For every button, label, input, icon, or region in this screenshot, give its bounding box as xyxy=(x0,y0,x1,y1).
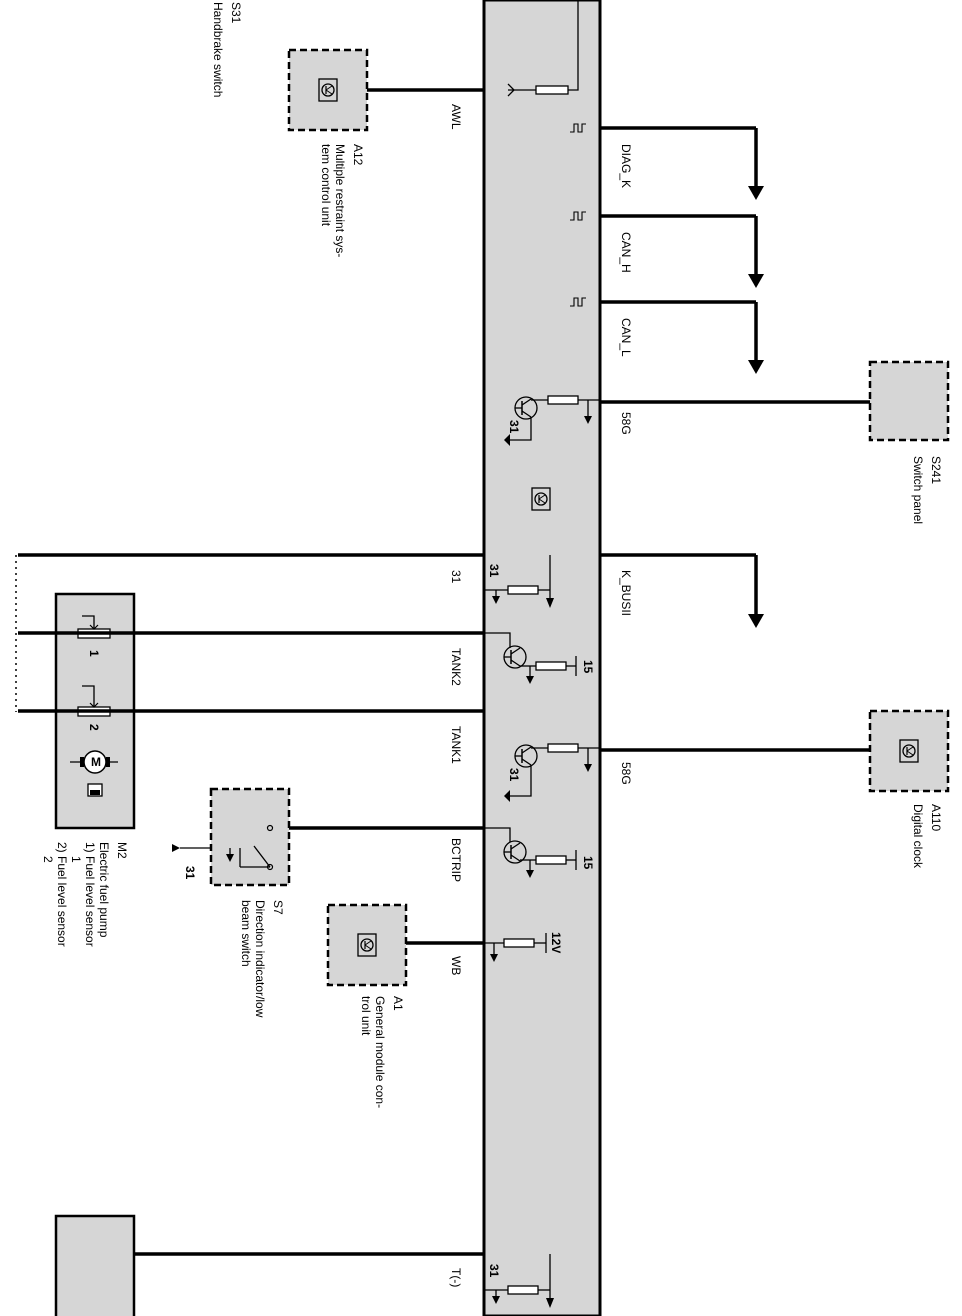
tank2-internal xyxy=(484,632,577,684)
g58-bottom-ground-label: 31 xyxy=(507,768,521,782)
bus-diag-k xyxy=(569,123,764,200)
wb-internal xyxy=(484,933,547,962)
a110-component-box xyxy=(868,709,950,793)
fuel-sensor-2-number: 2 xyxy=(87,724,101,731)
m2-name-line2: 1) Fuel level sensor xyxy=(83,842,97,947)
instrument-cluster-module xyxy=(482,0,602,1316)
a1-name-line2: trol unit xyxy=(359,996,373,1036)
awl-label: AWL xyxy=(449,104,463,130)
wb-label: WB xyxy=(449,956,463,975)
m2-name-line5: 2 xyxy=(41,856,55,863)
a12-name-line2: tem control unit xyxy=(319,144,333,227)
fuel-pump-motor-icon: M xyxy=(70,750,118,774)
ground-31-internal-label: 31 xyxy=(487,564,501,578)
g58-top-ground-label: 31 xyxy=(507,420,521,434)
g58-top-internal xyxy=(504,395,600,446)
bctrip-internal xyxy=(484,827,577,878)
s241-id: S241 xyxy=(929,456,943,484)
tank2-supply-label: 15 xyxy=(581,660,595,674)
bctrip-label: BCTRIP xyxy=(449,838,463,882)
svg-text:M: M xyxy=(91,755,101,769)
s241-name: Switch panel xyxy=(911,456,925,524)
s7-ground-label: 31 xyxy=(183,866,197,880)
a12-name-line1: Multiple restraint sys- xyxy=(333,144,347,257)
a1-component-box xyxy=(326,903,408,987)
awl-internal-circuit xyxy=(507,0,579,97)
s7-name-line1: Direction indicator/low xyxy=(253,900,267,1018)
s31-id: S31 xyxy=(229,2,243,24)
bus-can-h xyxy=(569,211,764,288)
g58-bottom-label: 58G xyxy=(619,762,633,785)
a1-id: A1 xyxy=(391,996,405,1011)
t-minus-label: T(-) xyxy=(449,1268,463,1287)
m2-name-line3: 1 xyxy=(69,856,83,863)
wb-supply-label: 12V xyxy=(549,932,563,953)
ground-31-label: 31 xyxy=(449,570,463,584)
s7-name-line2: beam switch xyxy=(239,900,253,967)
g58-top-label: 58G xyxy=(619,412,633,435)
bus-can-l xyxy=(569,297,764,374)
g58-bottom-internal xyxy=(504,743,600,802)
bctrip-supply-label: 15 xyxy=(581,856,595,870)
a110-id: A110 xyxy=(929,804,943,831)
bottom-component-box xyxy=(54,1214,136,1316)
bus-k-busii xyxy=(600,553,764,628)
s31-name: Handbrake switch xyxy=(211,2,225,97)
ground-31-internal xyxy=(484,555,554,608)
can-l-label: CAN_L xyxy=(619,318,633,357)
t-minus-internal xyxy=(484,1254,554,1308)
k-busii-label: K_BUSII xyxy=(619,570,633,616)
t-minus-ground-label: 31 xyxy=(487,1264,501,1278)
m2-name-line4: 2) Fuel level sensor xyxy=(55,842,69,947)
a110-name: Digital clock xyxy=(911,804,925,869)
can-h-label: CAN_H xyxy=(619,232,633,273)
a12-component-box xyxy=(287,48,369,132)
m2-id: M2 xyxy=(115,842,129,859)
a12-id: A12 xyxy=(351,144,365,166)
s7-component-box xyxy=(209,787,291,887)
diag-k-label: DIAG_K xyxy=(619,144,633,188)
tank1-label: TANK1 xyxy=(449,726,463,764)
s7-switch-icon xyxy=(172,824,274,871)
m2-name-line1: Electric fuel pump xyxy=(97,842,111,938)
s7-id: S7 xyxy=(271,900,285,915)
fuel-sensor-1-number: 1 xyxy=(87,650,101,657)
tank2-label: TANK2 xyxy=(449,648,463,686)
s241-component-box xyxy=(868,360,950,442)
a1-name-line1: General module con- xyxy=(373,996,387,1108)
